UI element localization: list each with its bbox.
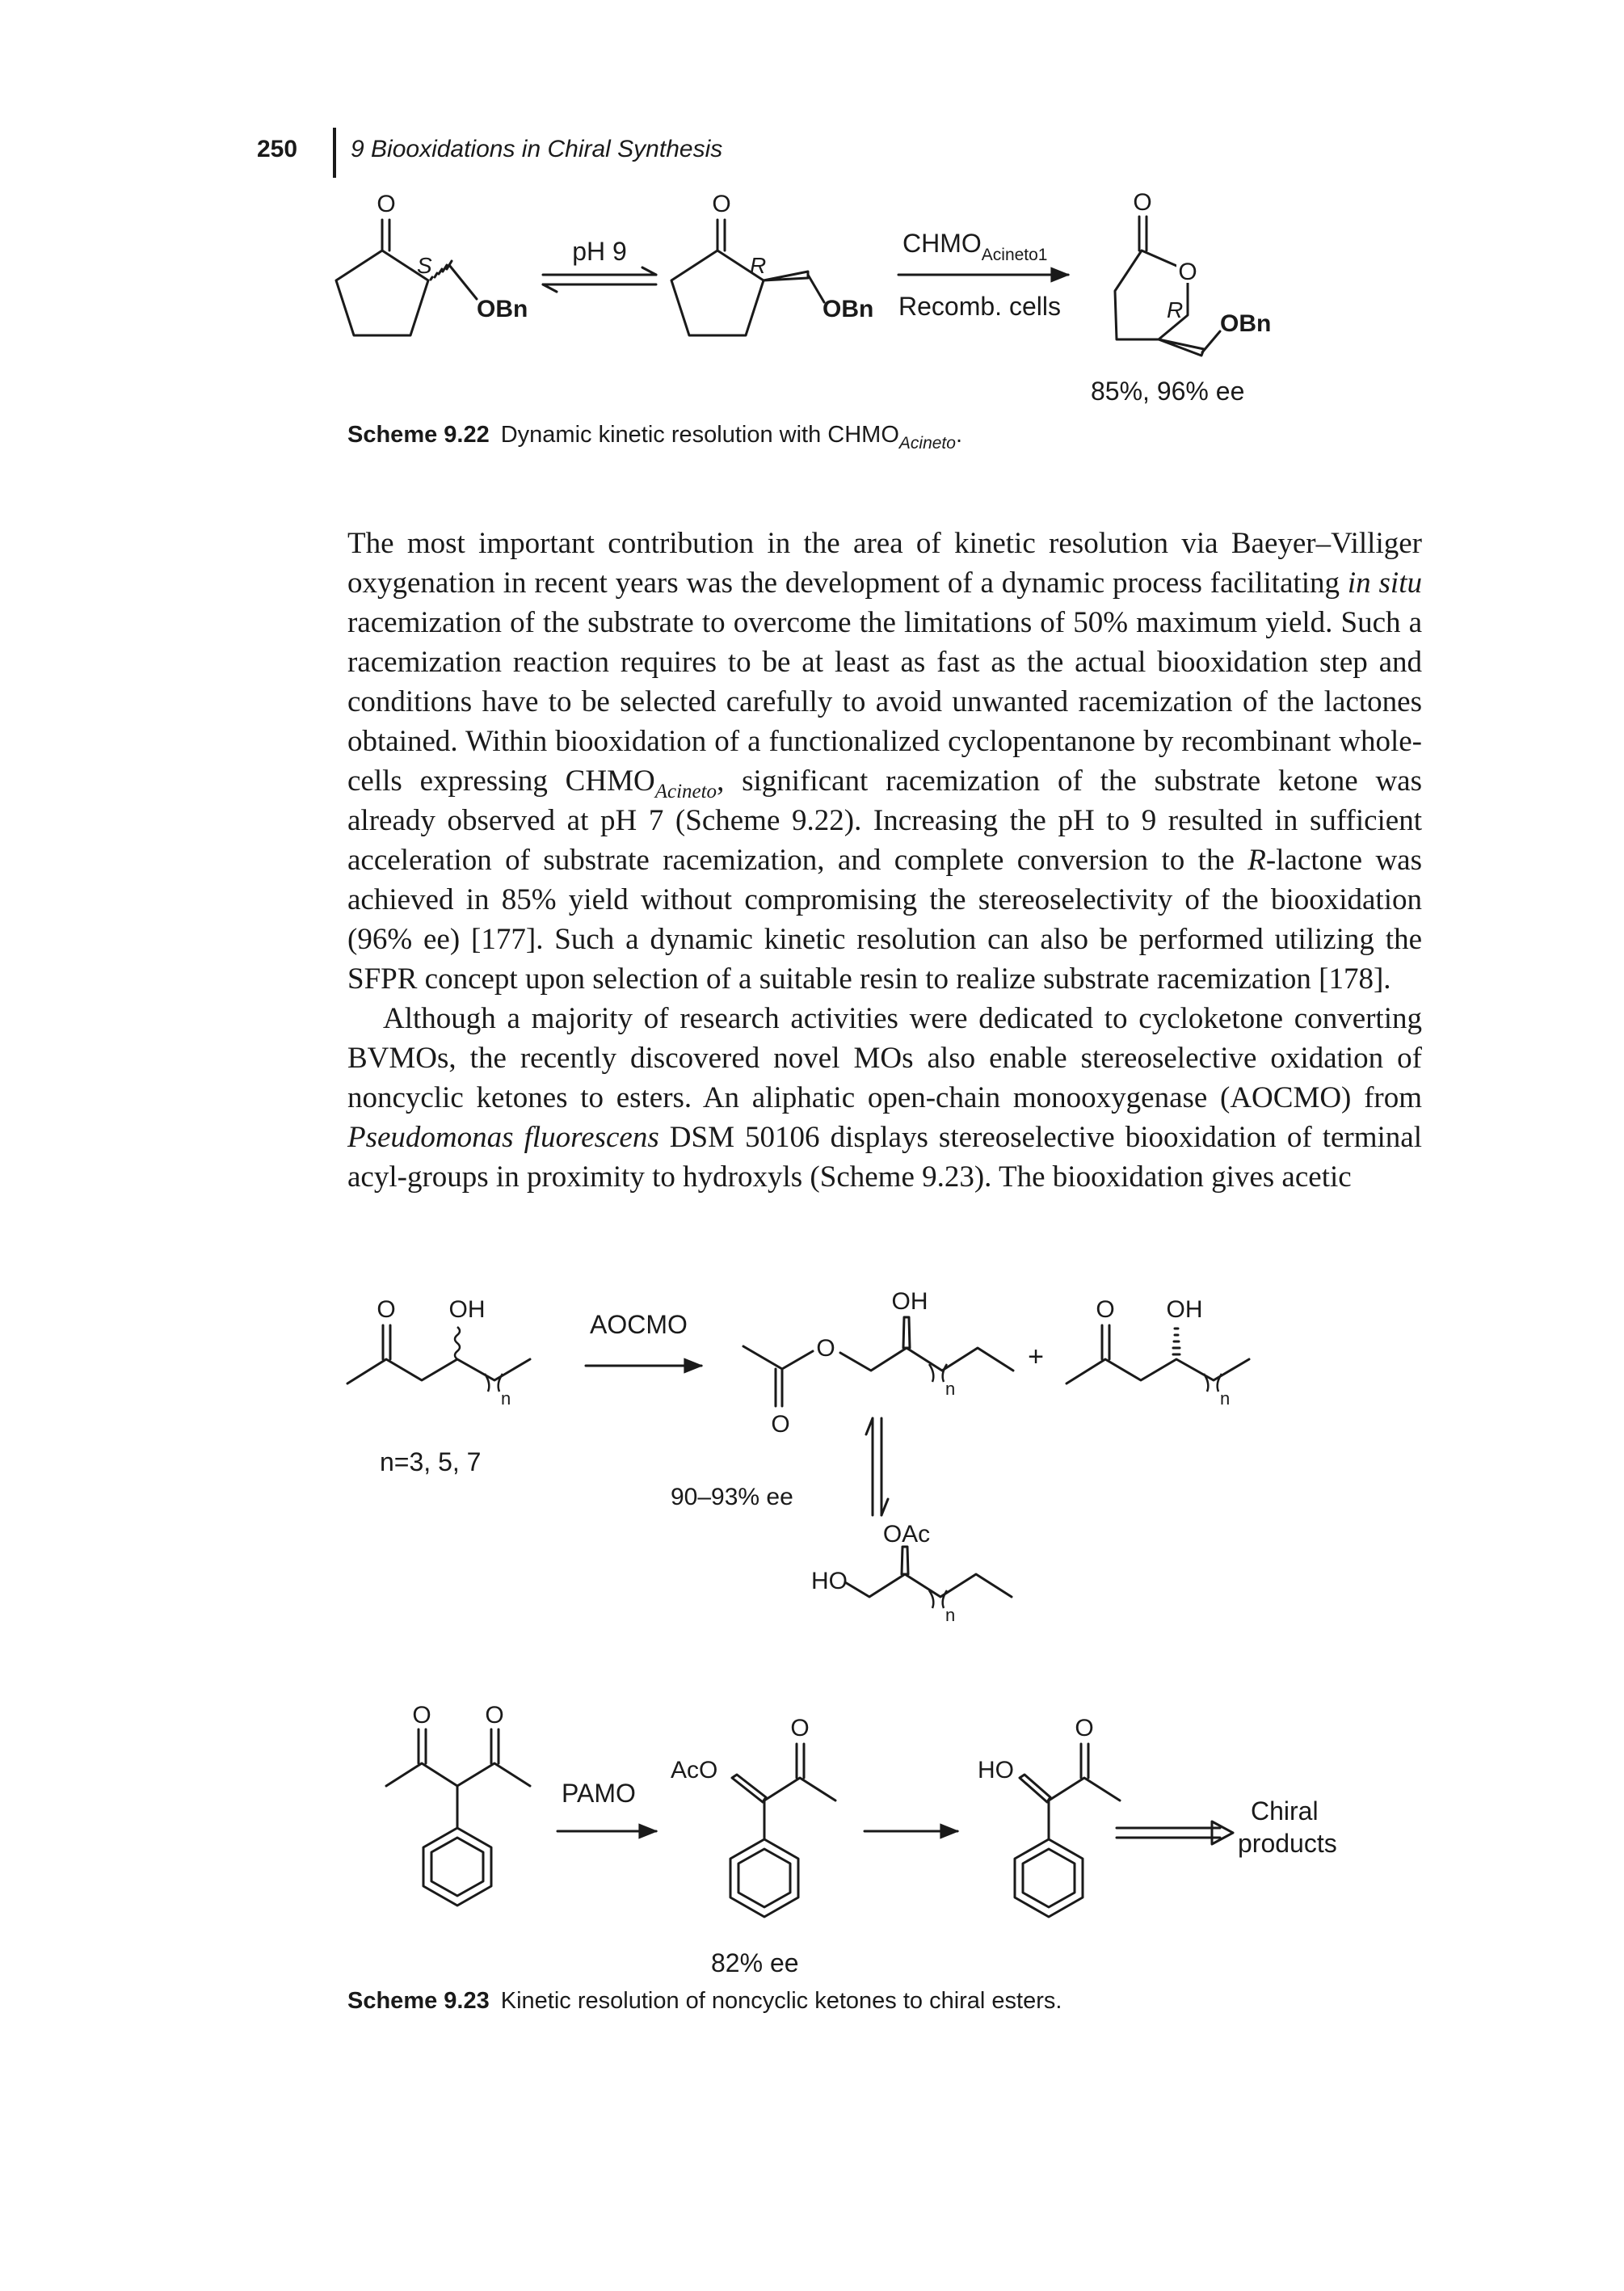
acyl-migration-arrows	[865, 1417, 890, 1517]
stereo-label-r-2: R	[1167, 297, 1183, 322]
enzyme-chmo: CHMO	[902, 229, 982, 258]
obn-label-3: OBn	[1220, 310, 1271, 337]
recomb-cells: Recomb. cells	[898, 292, 1061, 321]
aocmo-label: AOCMO	[590, 1310, 688, 1339]
enzyme-sub: Acineto1	[982, 246, 1048, 264]
oh-label-2: OH	[892, 1288, 928, 1315]
diketone-o-1: O	[412, 1702, 431, 1729]
substrate-s-ketone: O S OBn	[334, 191, 528, 337]
acetoxy-ketone-o: O	[790, 1715, 809, 1741]
aocmo-substrate: O OH n	[346, 1296, 532, 1409]
page-number: 250	[257, 136, 298, 162]
ee-bottom: 82% ee	[711, 1948, 799, 1977]
keto-o: O	[377, 1296, 395, 1323]
paragraph-1: The most important contribution in the a…	[347, 527, 1422, 996]
stereo-label-r-1: R	[750, 253, 766, 278]
ring-oxygen: O	[1178, 259, 1197, 285]
aco-label: AcO	[671, 1757, 717, 1784]
n-subscript-2: n	[945, 1379, 955, 1399]
hydroxy-ketone-o: O	[1075, 1715, 1093, 1741]
paragraph-2: Although a majority of research activiti…	[347, 1002, 1422, 1194]
plus-sign: +	[1028, 1341, 1044, 1372]
multistep-arrow	[1115, 1820, 1235, 1846]
pamo-label: PAMO	[562, 1779, 636, 1808]
carbonyl-o-1: O	[377, 191, 395, 217]
caption-end: .	[955, 422, 962, 448]
hashed-bond-1	[429, 259, 453, 281]
hydroxy-ketone: HO O	[978, 1715, 1121, 1918]
diketone-o-2: O	[485, 1702, 503, 1729]
scheme-9-23-caption: Scheme 9.23 Kinetic resolution of noncycl…	[347, 1988, 1062, 2015]
keto-o-2: O	[1096, 1296, 1114, 1323]
migrated-acetate: OAc HO n	[811, 1521, 1013, 1625]
chmo-reaction-arrow: CHMOAcineto1 Recomb. cells	[897, 229, 1071, 321]
carbonyl-o-3: O	[1133, 189, 1151, 216]
obn-label-2: OBn	[823, 296, 873, 322]
carbonyl-o-2: O	[712, 191, 730, 217]
products-label: products	[1238, 1829, 1337, 1858]
ester-carbonyl-o: O	[771, 1411, 789, 1438]
body-text: The most important contribution in the a…	[347, 524, 1422, 1197]
chiral-label: Chiral	[1251, 1796, 1319, 1826]
scheme-9-23-figure: O OH n n=3, 5, 7 AOCMO O O OH n + O OH	[346, 1288, 1337, 1977]
yield-label: 85%, 96% ee	[1091, 377, 1244, 406]
scheme-9-22-figure: O S OBn pH 9 O R OBn CHMOAcineto1 Reco	[334, 189, 1271, 406]
ho-label-2: HO	[978, 1757, 1014, 1784]
scheme-label-2: Scheme 9.23	[347, 1988, 490, 2014]
caption-text-2: Kinetic resolution of noncyclic ketones …	[500, 1988, 1062, 2014]
acetoxy-ketone: AcO O	[671, 1715, 837, 1918]
oh-label-3: OH	[1167, 1296, 1203, 1323]
chapter-title: 9 Biooxidations in Chiral Synthesis	[351, 136, 723, 162]
ester-o: O	[816, 1335, 835, 1362]
product-r-lactone: O O R OBn	[1113, 189, 1271, 357]
substrate-r-ketone: O R OBn	[670, 191, 873, 337]
oac-label: OAc	[883, 1521, 930, 1548]
oh-label-1: OH	[449, 1296, 486, 1323]
ho-label-1: HO	[811, 1568, 848, 1594]
running-head: 250 9 Biooxidations in Chiral Synthesis	[257, 128, 984, 178]
acetate-ester-product: O O OH n	[742, 1288, 1015, 1438]
n-subscript-4: n	[945, 1605, 955, 1625]
obn-label-1: OBn	[477, 296, 528, 322]
caption-text: Dynamic kinetic resolution with CHMO	[500, 422, 899, 448]
caption-sub: Acineto	[898, 434, 956, 453]
stereo-label-s: S	[417, 253, 432, 278]
scheme-label: Scheme 9.22	[347, 422, 490, 448]
header-rule	[333, 128, 336, 178]
scheme-9-22-caption: Scheme 9.22 Dynamic kinetic resolution wi…	[347, 422, 962, 453]
pamo-substrate: O O	[385, 1702, 532, 1907]
ee-top: 90–93% ee	[671, 1484, 793, 1510]
svg-text:CHMOAcineto1: CHMOAcineto1	[902, 229, 1048, 264]
equilibrium-arrow: pH 9	[541, 237, 658, 293]
n-subscript-3: n	[1220, 1388, 1230, 1409]
unreacted-ketone: O OH n	[1065, 1296, 1251, 1409]
n-values: n=3, 5, 7	[380, 1447, 481, 1476]
ph-condition: pH 9	[572, 237, 627, 266]
n-subscript-1: n	[501, 1388, 511, 1409]
